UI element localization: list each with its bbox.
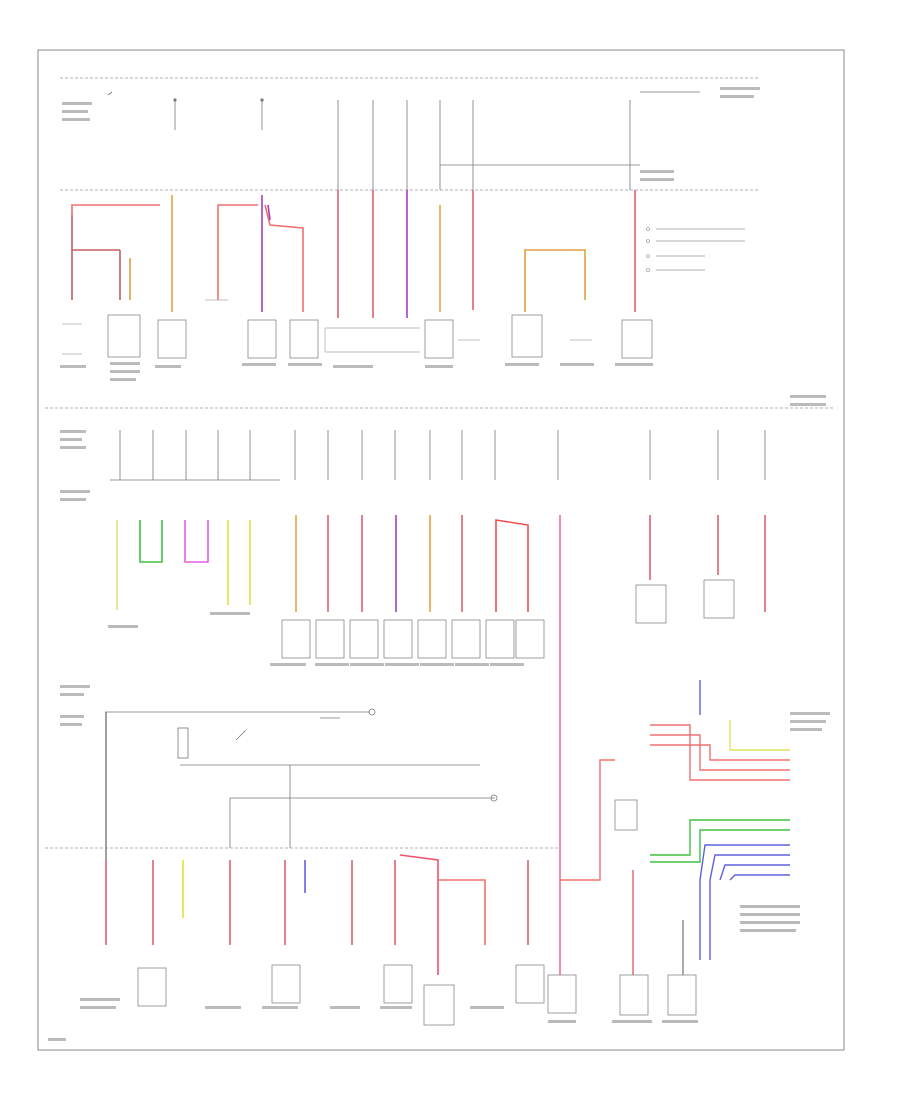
bottom-components [137,964,577,1026]
switches [177,708,498,848]
mid-fuses [119,430,766,480]
diagram-frame [37,49,845,1051]
power-bus [105,91,700,799]
top-components [107,314,653,359]
top-fuses [107,91,631,190]
bottom-wires [105,712,529,975]
right-boxes [614,799,697,1016]
label-ticks [48,87,830,1041]
top-ground-lines [62,299,592,355]
top-wires [71,190,636,318]
mid-wires [116,515,766,975]
legend [646,227,745,272]
mid-components [281,579,735,659]
bus-lines [45,77,835,849]
right-cluster [560,680,790,975]
